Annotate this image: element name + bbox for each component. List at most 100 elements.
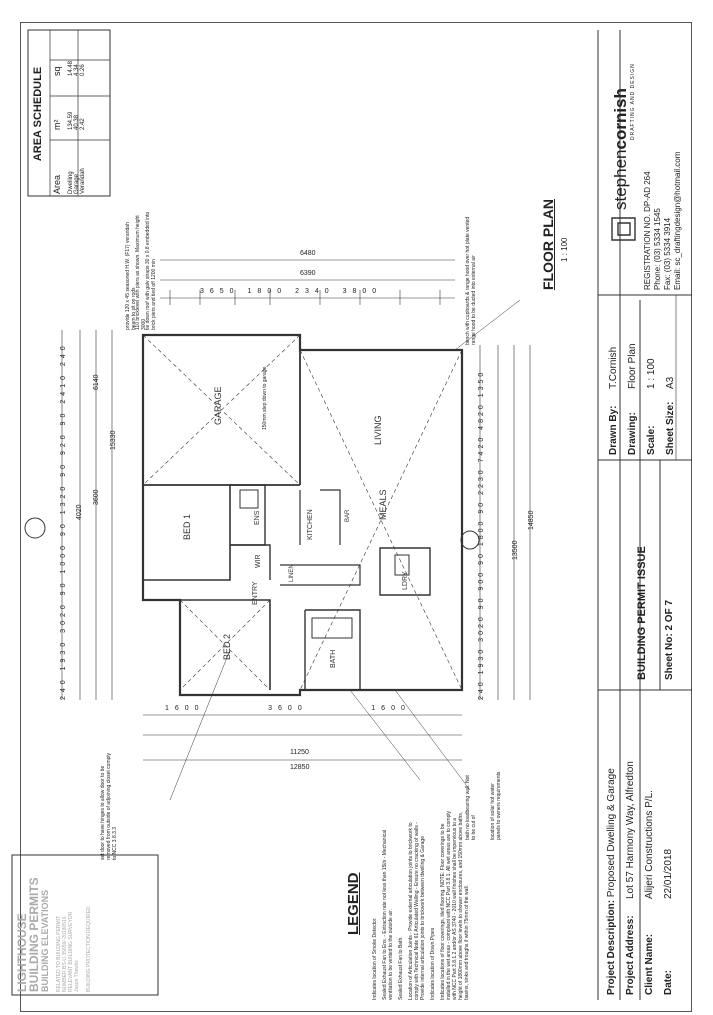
outer-wall — [141, 333, 464, 697]
drawn-by-label: Drawn By: — [608, 405, 619, 455]
project-description-label: Project Description: — [606, 899, 617, 995]
room-label-garage: GARAGE — [213, 386, 223, 425]
room-label-kitchen: KITCHEN — [307, 509, 314, 540]
building-permit-stamp: LIGHTHOUSE BUILDING PERMITS BUILDING ELE… — [15, 857, 92, 992]
drawing-label: Drawing: — [627, 412, 638, 455]
scale-value: 1 : 100 — [646, 358, 657, 389]
sq-header: sq — [52, 66, 62, 76]
top-total-b: 6390 — [300, 270, 316, 277]
client-label: Client Name: — [644, 933, 655, 995]
legend-title: LEGEND — [345, 872, 362, 935]
left-total-a: 4020 — [76, 504, 83, 520]
left-total-b: 3600 — [93, 489, 100, 505]
scale-label: Scale: — [646, 425, 657, 455]
dim-line-top — [160, 259, 455, 299]
right-dimensions: 240 1930 3020 90 900 90 1800 90 2230 742… — [478, 369, 485, 700]
kitchen-bench — [299, 489, 341, 545]
issue-title: BUILDING PERMIT ISSUE — [636, 546, 648, 680]
date-value: 22/01/2018 — [663, 848, 674, 899]
room-label-bed1: BED 1 — [182, 513, 192, 540]
bath-wall — [304, 609, 361, 690]
room-label-ldry: LDRY — [402, 571, 409, 590]
title-block-drawing-info: Drawn By:T.Cornish Drawing:Floor Plan Sc… — [604, 295, 680, 455]
legend-item: Indicates location of Smoke Detector. — [372, 917, 378, 1000]
area-schedule-box — [27, 29, 111, 197]
vanity — [239, 489, 259, 509]
area-schedule: AREA SCHEDULE Area m² sq Dwelling 134.59… — [32, 34, 86, 194]
top-dims-row: 3650 1800 2340 3800 — [200, 288, 383, 295]
room-label-ens: ENS — [254, 510, 261, 525]
dim-line-left — [61, 330, 113, 700]
sheet-border — [20, 22, 692, 1012]
legend-item: Sealed Exhaust Fan to Ens. - Extraction … — [382, 829, 394, 1000]
stamp-title: LIGHTHOUSE BUILDING PERMITS — [15, 877, 41, 992]
room-label-entry: ENTRY — [252, 581, 259, 605]
ldry-wall — [379, 547, 431, 596]
project-address-label: Project Address: — [625, 915, 636, 995]
title-block-rows — [619, 295, 677, 690]
right-total-a: 13500 — [512, 540, 519, 560]
bottom-dimensions-row1: 1600 3600 1600 — [165, 705, 411, 712]
legend: Indicates location of Smoke Detector. Se… — [372, 810, 470, 1000]
area-schedule-title: AREA SCHEDULE — [32, 66, 44, 162]
toilet — [394, 554, 410, 576]
company-tagline: DRAFTING AND DESIGN — [630, 63, 636, 140]
company-email: Email: sc_draftingdesign@hotmail.com — [673, 151, 682, 290]
stamp-box — [11, 854, 159, 996]
room-label-bar: BAR — [345, 509, 351, 522]
sheet-number: Sheet No: 2 OF 7 — [664, 599, 675, 680]
client-name: Alijeri Constructions P/L. — [644, 790, 655, 899]
room-label-meals: MEALS — [378, 489, 388, 520]
section-marker-left — [24, 517, 46, 539]
room-label-wir: WIR — [255, 554, 262, 568]
company-contacts: REGISTRATION NO. DP-AD 264 Phone: (03) 5… — [643, 10, 683, 290]
dim-line-right — [479, 345, 531, 700]
left-total-c: 6140 — [93, 374, 100, 390]
linen-wall — [280, 564, 361, 586]
room-label-bed2: BED 2 — [222, 633, 232, 660]
logo-mark — [611, 217, 636, 241]
company-phone: Phone: (03) 5334 1545 — [653, 208, 662, 290]
sheet-size-label: Sheet Size: — [665, 401, 676, 455]
left-total-d: 15330 — [110, 430, 117, 450]
left-dimensions: 240 1930 3020 90 1000 90 1320 90 920 90 … — [60, 342, 67, 700]
note-tie-down: tie down roof with galv straps 30 x 0.8 … — [145, 211, 157, 330]
drawing-name: Floor Plan — [627, 343, 638, 389]
sheet-size: A3 — [665, 376, 676, 389]
company-logo-text: stephencornish — [611, 88, 630, 210]
plan-scale: 1 : 100 — [560, 237, 569, 262]
registration-number: REGISTRATION NO. DP-AD 264 — [643, 171, 652, 290]
bottom-total-a: 11250 — [290, 749, 309, 756]
window-marks — [169, 290, 441, 305]
wir-wall — [230, 544, 271, 580]
room-label-living: LIVING — [373, 415, 383, 445]
company-fax: Fax: (03) 5334 3914 — [663, 217, 672, 290]
room-label-bath: BATH — [330, 649, 337, 668]
room-label-linen: LINEN — [289, 564, 295, 582]
project-description: Proposed Dwelling & Garage — [606, 768, 617, 898]
m2-header: m² — [52, 119, 62, 131]
garage-wall — [143, 350, 301, 486]
note-solar: location of solar hot water panels to ow… — [490, 771, 502, 840]
area-schedule-grid — [49, 30, 110, 196]
legend-item: Sealed Exhaust Fan to Bath. — [398, 936, 404, 1000]
table-row: Verandah 2.42 0.26 — [80, 64, 86, 194]
title-block-project: Project Description: Proposed Dwelling &… — [602, 695, 678, 995]
plan-title: FLOOR PLAN — [540, 199, 556, 290]
roof-lines — [142, 334, 463, 691]
bottom-total-b: 12850 — [290, 764, 310, 771]
bath-tub — [311, 617, 353, 639]
stamp-subtitle: BUILDING ELEVATIONS — [40, 889, 50, 992]
note-step-down: 150mm step down to garage — [262, 366, 268, 430]
project-address: Lot 57 Harmony Way, Alfredton — [625, 761, 636, 899]
legend-item: Location of Articulation Joints - Provid… — [408, 822, 426, 1000]
area-header: Area — [52, 174, 62, 194]
note-door-hinges: set door to have hinges to allow door to… — [100, 753, 118, 860]
section-marker-right — [460, 530, 480, 550]
bed1-wall — [142, 485, 231, 581]
right-total-b: 14850 — [528, 510, 535, 530]
legend-item: Indicates location of Down Pipes — [430, 927, 436, 1000]
top-total-a: 6480 — [300, 250, 316, 257]
date-label: Date: — [663, 969, 674, 995]
